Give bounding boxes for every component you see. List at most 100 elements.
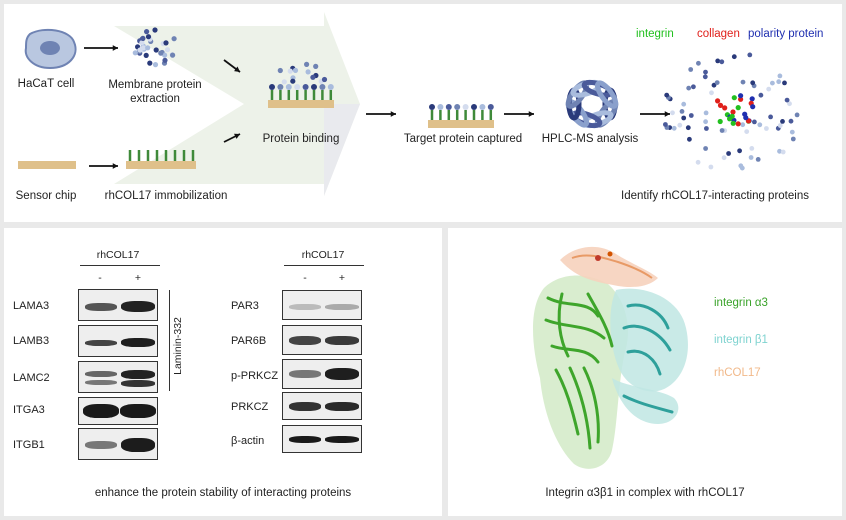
- arrow-chip-to-immob-head: [112, 163, 118, 169]
- identify-dot: [782, 80, 787, 86]
- workflow-panel: HaCaT cell Membrane protein extraction P…: [4, 4, 842, 222]
- extraction-dot: [140, 35, 146, 41]
- identify-highlight-dot: [717, 102, 724, 108]
- binding-cloud-dot: [292, 67, 299, 73]
- identify-dot: [681, 115, 687, 121]
- identify-highlight-dot: [743, 115, 749, 121]
- identify-highlight-dot: [735, 121, 741, 127]
- blot-p-prkcz: [282, 359, 362, 389]
- identify-highlight-dot: [738, 96, 744, 102]
- row-label-itga3: ITGA3: [13, 404, 45, 416]
- blot-par3: [282, 290, 362, 320]
- protein-binding-label: Protein binding: [262, 133, 340, 145]
- identify-dot: [704, 126, 709, 131]
- arrow-cell-to-extraction-head: [112, 45, 118, 51]
- blot-itga3: [78, 397, 158, 425]
- extraction-dot: [152, 27, 158, 33]
- extraction-dot: [162, 57, 168, 63]
- right-plus: +: [338, 272, 346, 284]
- identify-dot: [740, 122, 746, 128]
- legend-integrin: integrin: [636, 28, 674, 40]
- identify-label: Identify rhCOL17-interacting proteins: [621, 190, 809, 202]
- blot-itgb1: [78, 428, 158, 460]
- binding-cloud-dot: [290, 78, 296, 84]
- identify-highlight-dot: [722, 105, 728, 111]
- identify-dot: [688, 67, 694, 72]
- right-blot-header: rhCOL17: [301, 249, 345, 261]
- identify-highlight-dot: [730, 120, 736, 126]
- identify-dot: [670, 110, 675, 116]
- identify-dot: [719, 59, 725, 65]
- extraction-dot: [137, 47, 143, 53]
- identify-dot: [777, 148, 782, 154]
- arrow-captured-to-hplc-head: [528, 111, 534, 117]
- identify-dot: [691, 84, 696, 90]
- identify-dot: [687, 136, 692, 142]
- immob-chip-bar: [126, 161, 196, 169]
- captured-dot: [437, 104, 444, 110]
- identify-dot: [758, 92, 764, 98]
- left-plus: +: [134, 272, 142, 284]
- hplc-label: HPLC-MS analysis: [541, 133, 639, 145]
- identify-dot: [686, 85, 692, 91]
- membrane-extraction-label: Membrane protein extraction: [108, 79, 202, 105]
- captured-dot: [445, 104, 452, 110]
- right-header-line: [284, 265, 364, 266]
- extraction-dot: [163, 40, 169, 46]
- binding-dot: [269, 84, 275, 90]
- identify-dot: [709, 90, 714, 96]
- identify-highlight-dot: [727, 116, 733, 122]
- blot-par6b: [282, 325, 362, 355]
- identify-dot: [679, 109, 685, 114]
- row-label-lamc2: LAMC2: [13, 372, 50, 384]
- identify-dot: [681, 101, 687, 107]
- identify-dot: [748, 155, 754, 160]
- extraction-dot: [132, 50, 138, 56]
- identify-dot: [740, 79, 746, 85]
- row-label-par6b: PAR6B: [231, 335, 267, 347]
- blot-beta-actin: [282, 425, 362, 453]
- identify-dot: [663, 122, 668, 127]
- extraction-dot: [170, 52, 176, 58]
- binding-cloud-dot: [310, 74, 316, 80]
- extraction-dot: [144, 29, 150, 35]
- identify-dot: [703, 146, 708, 151]
- hplc-strand: [594, 80, 619, 109]
- binding-dot: [327, 84, 334, 90]
- hacat-nucleus: [40, 41, 60, 55]
- identify-dot: [777, 123, 783, 128]
- identify-dot: [688, 113, 694, 118]
- identify-dot: [685, 125, 691, 131]
- identify-dot: [677, 122, 683, 128]
- left-minus: -: [98, 272, 102, 284]
- identify-dot: [789, 129, 795, 135]
- identify-dot: [744, 129, 750, 134]
- bottom-left-caption: enhance the protein stability of interac…: [94, 487, 352, 499]
- identify-dot: [695, 159, 701, 165]
- arrow-immob-to-binding-head: [234, 133, 240, 139]
- extraction-dot: [158, 50, 164, 56]
- laminin-332-label: Laminin-332: [172, 317, 184, 375]
- arrow-extraction-to-binding-head: [234, 66, 240, 72]
- identify-dot: [703, 69, 708, 75]
- row-label-par3: PAR3: [231, 300, 259, 312]
- identify-dot: [777, 73, 783, 79]
- binding-dot: [277, 84, 284, 90]
- binding-dot: [319, 84, 326, 90]
- identify-dot: [715, 58, 721, 64]
- identify-highlight-dot: [717, 118, 723, 125]
- row-label-beta-actin: β-actin: [231, 435, 265, 447]
- right-minus: -: [303, 272, 307, 284]
- extraction-dot: [143, 52, 149, 59]
- legend-collagen: collagen: [697, 28, 740, 40]
- identify-dot: [719, 128, 725, 133]
- identify-dot: [696, 60, 701, 66]
- identify-dot: [737, 148, 742, 154]
- immobilization-label: rhCOL17 immobilization: [104, 190, 228, 202]
- identify-dot: [764, 126, 769, 131]
- binding-chip-bar: [268, 100, 334, 108]
- identify-dot: [750, 80, 756, 86]
- identify-dot: [747, 52, 753, 58]
- label-rhcol17: rhCOL17: [714, 367, 761, 379]
- identify-highlight-dot: [749, 96, 755, 102]
